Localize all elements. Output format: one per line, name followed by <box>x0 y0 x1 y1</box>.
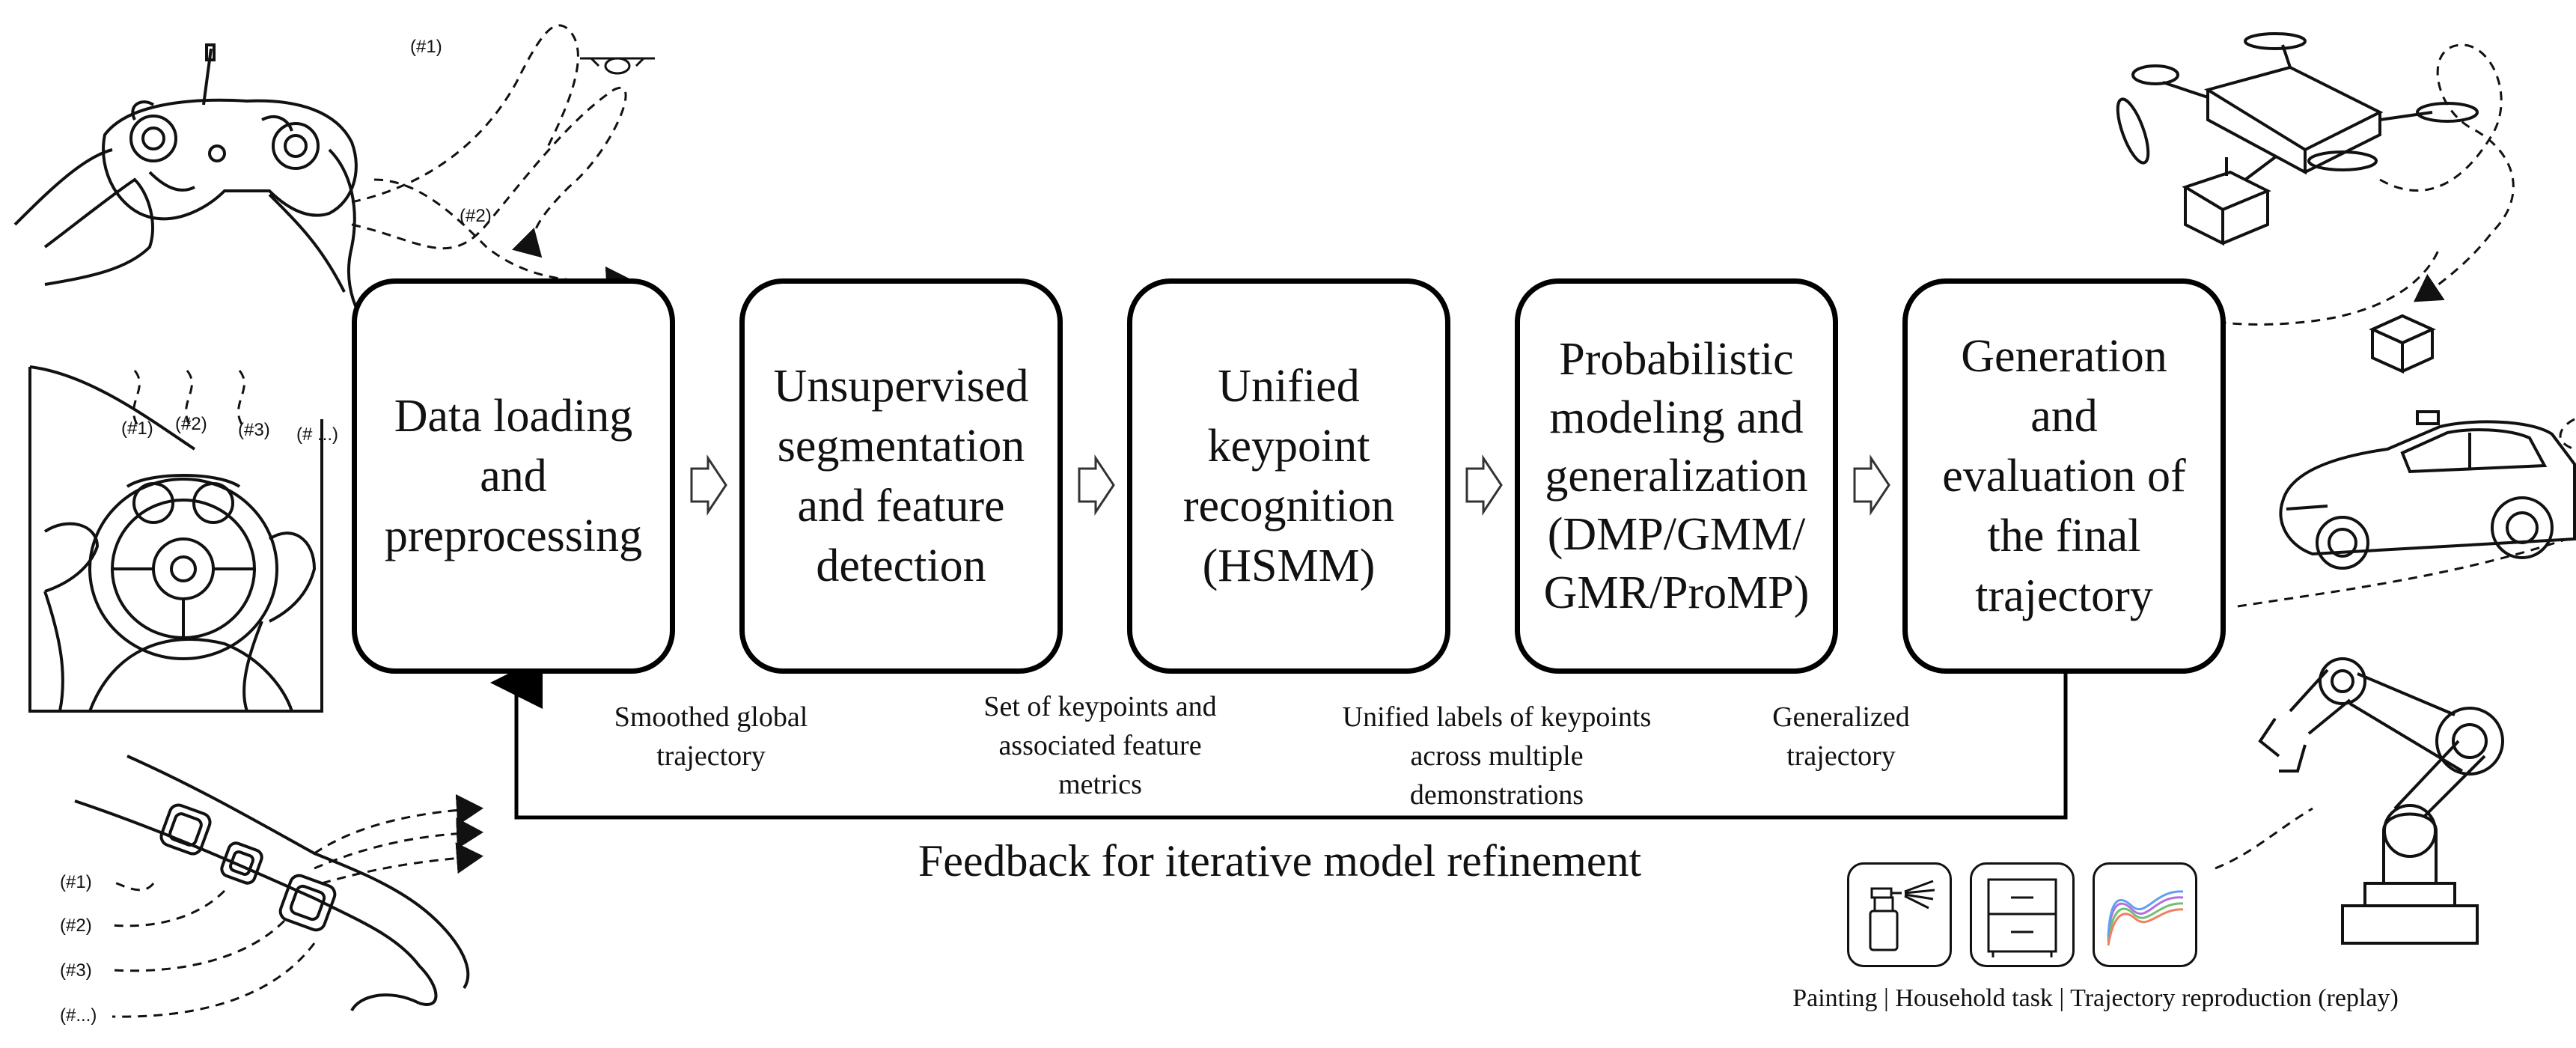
output-caption-1: Smoothed global trajectory <box>614 701 808 772</box>
household-application <box>1970 862 2075 967</box>
wearable-tag-4: (#...) <box>60 1005 97 1026</box>
step-1-label: Data loading and preprocessing <box>384 391 643 561</box>
painting-application <box>1847 862 1952 967</box>
drawer-cabinet-icon <box>1987 878 2057 957</box>
robot-arm-illustration <box>2258 657 2504 945</box>
flow-arrow-4 <box>1853 454 1890 516</box>
step-keypoint-recognition: Unified keypoint recognition (HSMM) <box>1127 278 1450 674</box>
remote-controller-illustration <box>13 43 361 315</box>
dropped-box-icon <box>2369 314 2436 374</box>
flow-arrows <box>690 454 1890 516</box>
step-data-loading: Data loading and preprocessing <box>352 278 675 674</box>
trajectory-replay-icon <box>2107 890 2184 946</box>
output-caption-4: Generalized trajectory <box>1772 701 1910 772</box>
wearable-tag-2: (#2) <box>60 916 92 936</box>
small-drone-icon <box>580 57 655 75</box>
step-2-label: Unsupervised segmentation and feature de… <box>773 361 1029 591</box>
step-probabilistic-modeling: Probabilistic modeling and generalizatio… <box>1515 278 1838 674</box>
flow-arrow-2 <box>1078 454 1115 516</box>
driving-tag-4: (# ...) <box>296 424 338 445</box>
step-4-label: Probabilistic modeling and generalizatio… <box>1543 334 1810 618</box>
feedback-loop-line <box>490 656 2068 820</box>
driving-tag-2: (#2) <box>175 414 207 434</box>
step-5-label: Generation and evaluation of the final t… <box>1942 331 2186 621</box>
delivery-drone-illustration <box>2116 32 2479 246</box>
wearable-tag-1: (#1) <box>60 872 92 892</box>
step-segmentation: Unsupervised segmentation and feature de… <box>739 278 1063 674</box>
driving-illustration <box>28 365 323 713</box>
applications-caption: Painting | Household task | Trajectory r… <box>1792 984 2399 1012</box>
step-3-label: Unified keypoint recognition (HSMM) <box>1182 361 1395 591</box>
output-caption-3: Unified labels of keypoints across multi… <box>1342 701 1652 811</box>
controller-tag-1: (#1) <box>410 37 442 57</box>
replay-application <box>2093 862 2197 967</box>
wearable-tag-3: (#3) <box>60 960 92 981</box>
wearable-sensor-illustration <box>74 755 470 1012</box>
output-caption-2: Set of keypoints and associated feature … <box>983 691 1217 800</box>
driving-tag-3: (#3) <box>238 420 270 440</box>
flow-arrow-3 <box>1465 454 1503 516</box>
controller-tag-2: (#2) <box>460 206 492 226</box>
step-final-trajectory: Generation and evaluation of the final t… <box>1902 278 2226 674</box>
autonomous-car-illustration <box>2279 410 2576 570</box>
feedback-label: Feedback for iterative model refinement <box>918 836 1642 886</box>
driving-tag-1: (#1) <box>121 418 153 439</box>
spray-painting-icon <box>1869 880 1935 951</box>
flow-arrow-1 <box>690 454 727 516</box>
